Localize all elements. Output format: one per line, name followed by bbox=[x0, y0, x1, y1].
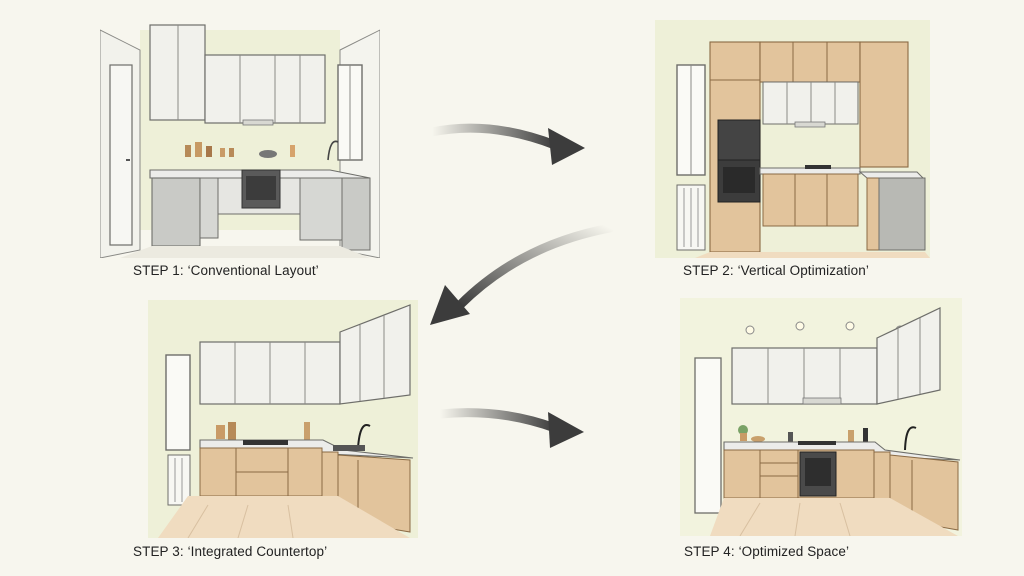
kitchen-illustration-integrated bbox=[148, 300, 418, 538]
step-1-caption: STEP 1: ‘Conventional Layout’ bbox=[133, 263, 319, 278]
panel-step-2 bbox=[655, 20, 930, 258]
kitchen-illustration-optimized bbox=[680, 298, 962, 536]
step-3-caption: STEP 3: ‘Integrated Countertop’ bbox=[133, 544, 328, 559]
panel-step-1 bbox=[100, 20, 380, 258]
arrow-step2-to-step3-icon bbox=[430, 223, 615, 325]
panel-step-4 bbox=[680, 298, 962, 536]
kitchen-illustration-conventional bbox=[100, 24, 380, 258]
arrow-step3-to-step4-icon bbox=[435, 408, 584, 448]
panel-step-3 bbox=[148, 300, 418, 538]
step-4-caption: STEP 4: ‘Optimized Space’ bbox=[684, 544, 850, 559]
arrow-step1-to-step2-icon bbox=[427, 123, 585, 165]
step-2-caption: STEP 2: ‘Vertical Optimization’ bbox=[683, 263, 869, 278]
kitchen-illustration-vertical bbox=[655, 20, 930, 258]
